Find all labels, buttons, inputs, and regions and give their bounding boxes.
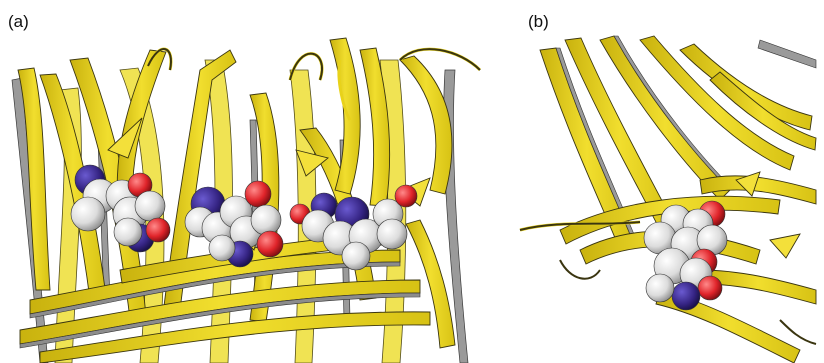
ligand-middle bbox=[185, 181, 283, 267]
panel-a-beta-barrel bbox=[12, 38, 480, 363]
panel-b-beta-barrel bbox=[520, 36, 816, 363]
